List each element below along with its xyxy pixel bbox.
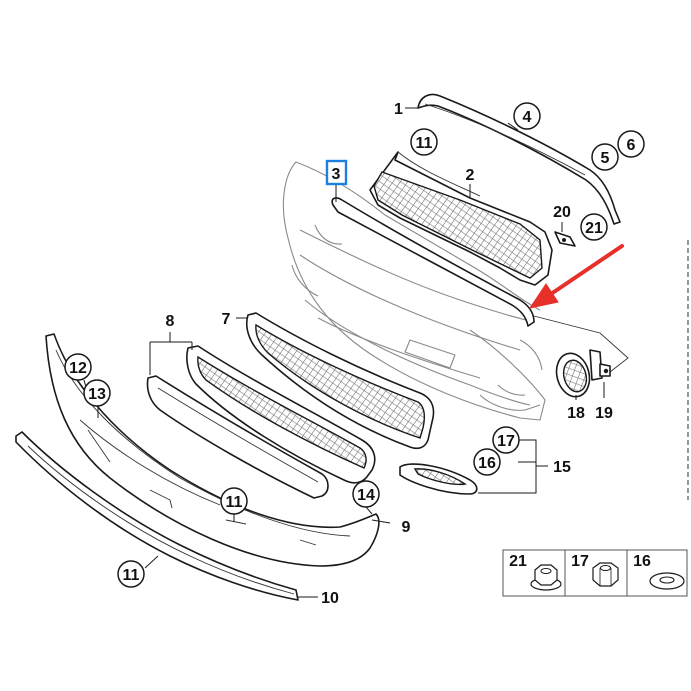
bottom-skid-strip [15,431,299,601]
callout-11-top: 11 [410,128,438,156]
upper-trim-strip [417,93,621,225]
callout-9: 9 [402,519,411,536]
callout-label: 1 [394,101,403,118]
callout-12: 12 [64,353,92,381]
callout-label: 19 [595,405,613,422]
callout-8: 8 [166,313,175,330]
callout-label: 7 [222,311,231,328]
callout-label: 11 [123,567,140,584]
callout-label: 11 [226,494,243,511]
bumper-cover [282,161,546,421]
callout-1: 1 [394,101,403,118]
callout-17: 17 [492,426,520,454]
callout-label: 21 [585,220,603,237]
callout-20: 20 [553,204,571,221]
callout-label: 20 [553,204,571,221]
hex-nut-icon [592,562,619,587]
lower-valance [45,333,380,567]
flange-nut-icon [530,564,562,591]
grille-frame [146,345,376,499]
red-arrow-icon [528,244,624,309]
upper-grille [369,151,553,286]
callout-label: 10 [321,590,339,607]
washer-icon [649,572,685,590]
callout-13: 13 [83,379,111,407]
round-cover-plate [555,352,591,398]
small-clip [554,231,576,247]
callout-6: 6 [617,130,645,158]
callout-label: 15 [553,459,571,476]
legend-label: 21 [509,553,527,570]
callout-15: 15 [553,459,571,476]
callout-label: 16 [478,455,496,472]
legend-label: 16 [633,553,651,570]
legend-item-16: 16 [633,553,685,590]
callout-10: 10 [321,590,339,607]
callout-3-highlighted: 3 [325,159,348,186]
bracket-clip [589,349,611,381]
callout-label: 11 [416,135,433,152]
fastener-legend: 21 17 16 [502,549,688,597]
legend-item-17: 17 [571,553,619,587]
callout-5: 5 [591,143,619,171]
callout-label: 9 [402,519,411,536]
callout-label: 6 [627,137,636,154]
lower-grille [246,312,435,450]
callout-label: 14 [357,487,375,504]
callout-7: 7 [222,311,231,328]
callout-label: 5 [601,150,610,167]
callout-16: 16 [473,448,501,476]
center-badge-grille [399,463,478,495]
callout-11-mid: 11 [220,487,248,515]
callout-label: 13 [88,386,106,403]
callout-21: 21 [580,213,608,241]
callout-label: 18 [567,405,585,422]
mounting-guide [529,314,629,373]
callout-label: 8 [166,313,175,330]
legend-item-21: 21 [509,553,562,591]
legend-label: 17 [571,553,589,570]
callout-18: 18 [567,405,585,422]
callout-label: 4 [523,109,532,126]
callout-label: 3 [332,166,341,183]
callout-4: 4 [513,102,541,130]
callout-19: 19 [595,405,613,422]
lower-trim-strip [331,197,535,327]
callout-14: 14 [352,480,380,508]
callout-label: 12 [69,360,87,377]
callout-2: 2 [466,167,475,184]
callout-label: 17 [497,433,515,450]
callout-11-low: 11 [117,560,145,588]
callout-label: 2 [466,167,475,184]
